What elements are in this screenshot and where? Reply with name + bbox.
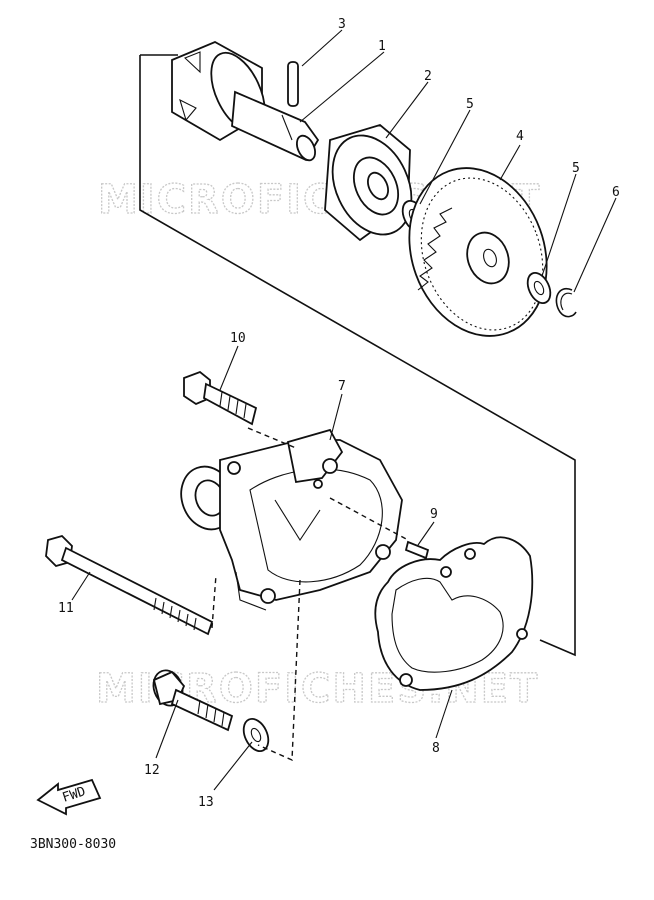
callout-3: 3 xyxy=(338,17,346,32)
callout-9: 9 xyxy=(430,507,438,522)
callout-6: 6 xyxy=(612,185,620,200)
impeller-gear xyxy=(408,167,548,337)
long-bolt-11 xyxy=(45,534,214,636)
callout-4: 4 xyxy=(516,129,524,144)
alignment-lines xyxy=(211,427,409,762)
circlip xyxy=(555,287,577,318)
copper-washer xyxy=(242,718,270,752)
diagram-code: 3BN300-8030 xyxy=(30,837,116,852)
bearing xyxy=(324,123,413,242)
callout-10: 10 xyxy=(230,331,246,346)
dowel-pin xyxy=(404,540,430,560)
fwd-arrow-icon: FWD xyxy=(36,778,102,816)
callout-2: 2 xyxy=(424,69,432,84)
callout-5-lower: 5 xyxy=(572,161,580,176)
fwd-label: FWD xyxy=(61,784,88,806)
washer-lower xyxy=(526,271,552,305)
flange-bolt-12 xyxy=(152,669,234,732)
callout-11: 11 xyxy=(58,601,74,616)
callout-13: 13 xyxy=(198,795,214,810)
callout-12: 12 xyxy=(144,763,160,778)
gasket xyxy=(374,536,534,691)
impeller-shaft xyxy=(171,41,320,162)
leader-lines xyxy=(71,29,617,791)
pin xyxy=(287,61,299,107)
callout-1: 1 xyxy=(378,39,386,54)
callout-labels: 1 2 3 4 5 5 6 7 8 9 10 11 12 13 xyxy=(58,17,620,810)
assembly-frame xyxy=(139,54,576,657)
callout-8: 8 xyxy=(432,741,440,756)
callout-5-upper: 5 xyxy=(466,97,474,112)
callout-7: 7 xyxy=(338,379,346,394)
bolt-10 xyxy=(183,370,258,426)
pump-housing xyxy=(180,428,403,611)
